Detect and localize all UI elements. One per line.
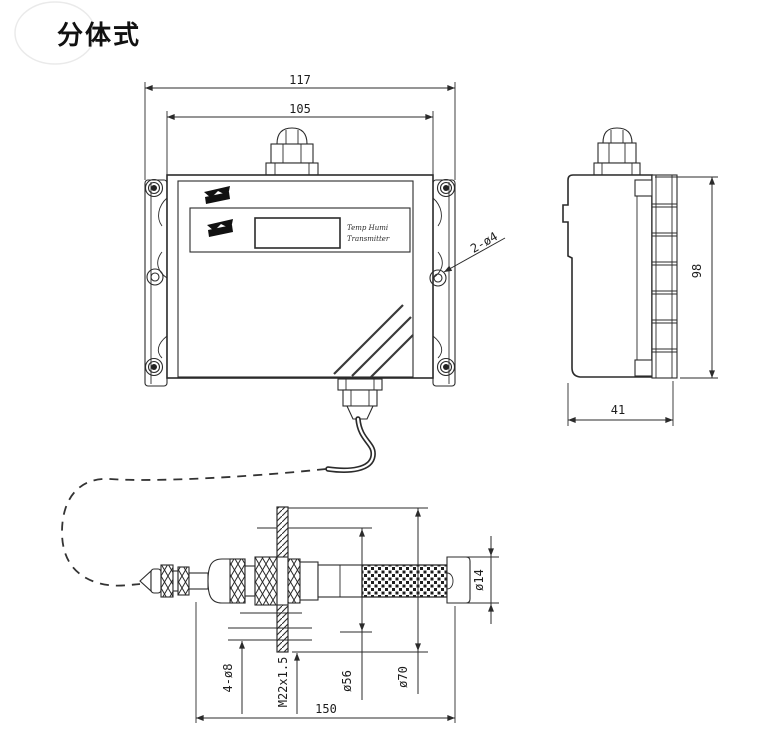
side-clip-top [634, 179, 653, 197]
dim-bolt-circle: ø56 [340, 528, 365, 700]
side-view: 98 41 [562, 127, 718, 426]
panel-hatch-marks [333, 304, 414, 378]
page-title: 分体式 [57, 21, 141, 51]
side-rail [651, 174, 678, 379]
mounting-flange-left [144, 179, 168, 387]
cable-gland-top-icon [265, 127, 319, 176]
cable-gland-side-icon [593, 127, 641, 176]
corner-screw-holes [144, 178, 456, 377]
dim-150-label: 150 [315, 702, 337, 716]
cable-solid [325, 416, 376, 473]
dim-2xo4-label: 2-ø4 [468, 229, 500, 256]
probe-view: 4-ø8 M22x1.5 ø56 ø70 ø14 [139, 506, 499, 723]
front-view: 117 105 [144, 73, 506, 473]
dim-front-inner-width: 105 [166, 102, 434, 176]
device-label-line1: Temp Humi [347, 224, 388, 232]
watermark-circle [14, 1, 96, 65]
probe-body [139, 556, 471, 606]
dim-4xo8-label: 4-ø8 [221, 664, 235, 693]
side-body [562, 174, 653, 378]
dim-41-label: 41 [611, 403, 625, 417]
dim-105-label: 105 [289, 102, 311, 116]
dim-side-height: 98 [655, 176, 718, 379]
dim-flange-od: ø70 [396, 508, 421, 694]
sinter-filter [361, 564, 448, 598]
cable-gland-bottom-icon [337, 378, 383, 420]
dim-probe-length: 150 [195, 602, 456, 723]
dim-front-outer-width: 117 [144, 73, 456, 180]
display-window [254, 217, 341, 249]
dim-thread: M22x1.5 [276, 653, 300, 714]
dim-m22-label: M22x1.5 [276, 657, 290, 708]
dim-flange-holes: 4-ø8 [221, 641, 245, 714]
flange-plate [276, 506, 289, 653]
dim-117-label: 117 [289, 73, 311, 87]
dim-o70-label: ø70 [396, 666, 410, 688]
dim-o14-label: ø14 [472, 569, 486, 591]
dim-probe-dia: ø14 [459, 536, 499, 624]
side-mount-holes [146, 268, 447, 287]
dim-o56-label: ø56 [340, 670, 354, 692]
dim-side-depth: 41 [567, 381, 674, 426]
side-clip-bottom [634, 359, 653, 377]
dim-98-label: 98 [690, 264, 704, 278]
device-label-line2: Transmitter [347, 235, 390, 243]
